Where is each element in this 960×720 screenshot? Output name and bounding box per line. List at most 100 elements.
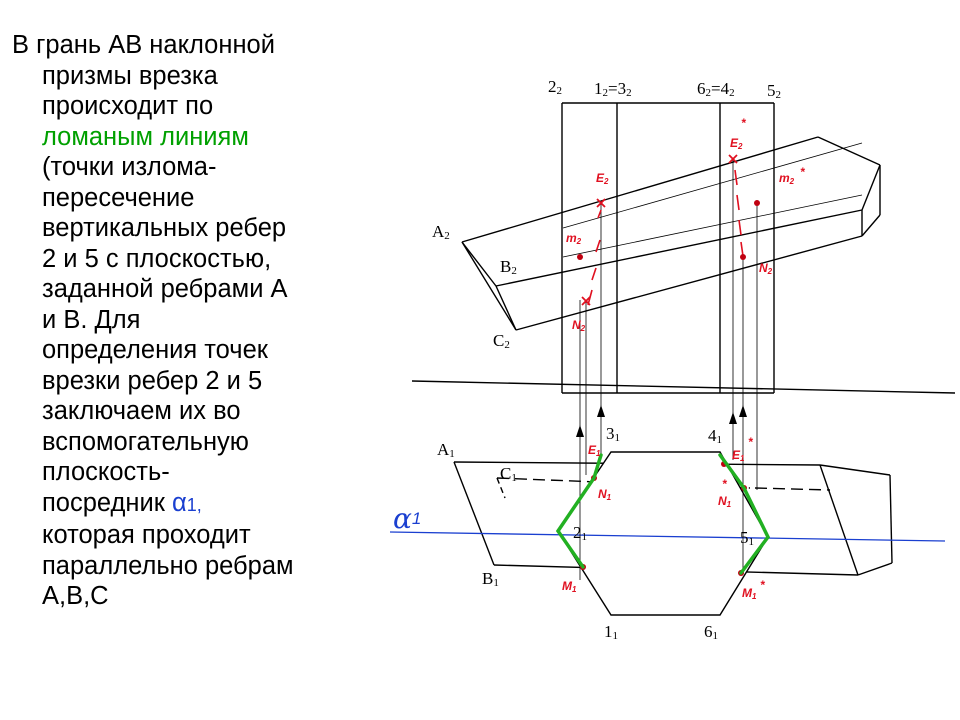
front-labels: 22 12=32 62=42 52 A2 B2 C2 <box>432 77 781 351</box>
label-E1-star: E1 <box>732 448 745 463</box>
label-C1: C1 <box>500 464 517 484</box>
arrow-up <box>729 412 737 424</box>
text-line: заключаем их во <box>42 397 241 425</box>
point-N2-star <box>740 254 746 260</box>
text-line: А,В,С <box>42 582 109 610</box>
far-face-top <box>857 562 893 576</box>
label-N2-star: N2 <box>759 261 773 276</box>
label-E2-star: E2 <box>730 136 743 151</box>
text-line: вертикальных ребер <box>42 214 287 242</box>
text-line: 2 и 5 с плоскостью, <box>42 244 272 273</box>
text-line: происходит по <box>42 92 214 120</box>
projection-axis <box>411 380 956 394</box>
star-mark: * <box>748 435 754 449</box>
edge-C-front <box>515 235 863 331</box>
label-E2: E2 <box>596 171 609 186</box>
arrow-up <box>576 425 584 437</box>
break-mark <box>738 219 742 236</box>
alpha-plane-line <box>389 531 946 542</box>
text-line-highlight: ломаным линиям <box>42 122 249 151</box>
label-m2-star: m2 <box>779 171 795 186</box>
text-line: посредник α1, <box>12 488 392 521</box>
label-5-1: 51 <box>740 528 754 548</box>
label-B2: B2 <box>500 257 517 277</box>
end-top <box>453 461 495 566</box>
point-m2 <box>577 254 583 260</box>
label-N1: N1 <box>598 487 612 502</box>
text-line: вспомогательную <box>42 427 249 456</box>
label-M1-star: M1 <box>742 586 757 601</box>
star-mark: * <box>800 165 806 179</box>
text-line: параллельно ребрам <box>42 551 294 580</box>
label-3-1: 31 <box>606 424 620 444</box>
green-break-lines <box>555 453 771 575</box>
top-view <box>453 451 893 616</box>
top-labels: A1 C1 B1 31 41 21 51 11 61 <box>437 424 754 642</box>
edge-C-top-hidden <box>496 477 506 499</box>
label-M1: M1 <box>562 579 577 594</box>
label-5-2: 52 <box>767 81 781 101</box>
star-mark: * <box>760 578 766 592</box>
red-crosses <box>581 154 738 306</box>
arrow-heads <box>576 405 747 437</box>
text-line: призмы врезка <box>42 61 218 90</box>
text-line: В грань АВ наклонной <box>12 31 275 59</box>
text-line: и В. Для <box>42 305 141 334</box>
star-mark: * <box>722 477 728 491</box>
break-mark <box>597 209 602 219</box>
label-1-3: 12=32 <box>594 79 632 99</box>
point-m2-star <box>754 200 760 206</box>
label-6-4: 62=42 <box>697 79 735 99</box>
label-2-1: 21 <box>573 523 587 543</box>
end-face-front <box>461 241 497 287</box>
break-mark <box>595 239 601 253</box>
description-text: В грань АВ наклонной призмы врезка проис… <box>12 30 392 612</box>
far-face-top <box>889 474 893 564</box>
text-line: которая проходит <box>42 521 251 549</box>
text-line: плоскость- <box>42 458 170 486</box>
arrow-up <box>739 405 747 417</box>
text-line: врезки ребер 2 и 5 <box>42 366 263 395</box>
star-mark: * <box>741 116 747 130</box>
alpha-label: α1 <box>393 502 421 535</box>
end-face-front <box>495 285 517 331</box>
cross <box>581 296 591 306</box>
label-A2: A2 <box>432 222 450 242</box>
label-E1: E1 <box>588 443 601 458</box>
label-1-1: 11 <box>604 622 618 642</box>
label-A1: A1 <box>437 440 455 460</box>
helper-line <box>562 142 863 229</box>
label-N1-star: N1 <box>718 494 732 509</box>
label-6-1: 61 <box>704 622 718 642</box>
arrow-up <box>597 405 605 417</box>
alpha-symbol: α <box>172 488 187 517</box>
label-2-2: 22 <box>548 77 562 97</box>
label-C2: C2 <box>493 331 510 351</box>
label-B1: B1 <box>482 569 499 589</box>
break-mark <box>736 194 740 211</box>
break-mark <box>740 241 744 257</box>
red-labels: E2 E2 * m2 m2 * N2 N2 E1 E1 * N1 N1 * M1… <box>562 116 806 601</box>
label-N2: N2 <box>572 318 586 333</box>
text-line: определения точек <box>42 336 268 364</box>
text-span: посредник <box>42 488 172 517</box>
far-face-top <box>819 464 891 476</box>
far-edge-top <box>819 464 859 576</box>
text-line: пересечение <box>42 183 195 212</box>
edge-A-front <box>461 136 819 243</box>
edge-C-top-hidden <box>754 487 831 491</box>
green-line-left <box>555 453 603 569</box>
break-mark <box>734 169 738 186</box>
edge-B-front <box>495 209 863 287</box>
far-face-front <box>861 164 881 211</box>
cross <box>728 154 738 164</box>
break-mark <box>591 267 597 281</box>
helper-line <box>562 194 863 258</box>
far-face-front <box>817 136 881 166</box>
cross <box>596 198 606 208</box>
text-line: заданной ребрами А <box>42 275 288 303</box>
end-face-front <box>461 241 517 331</box>
green-line-right <box>718 453 771 575</box>
text-line: (точки излома- <box>42 153 217 181</box>
